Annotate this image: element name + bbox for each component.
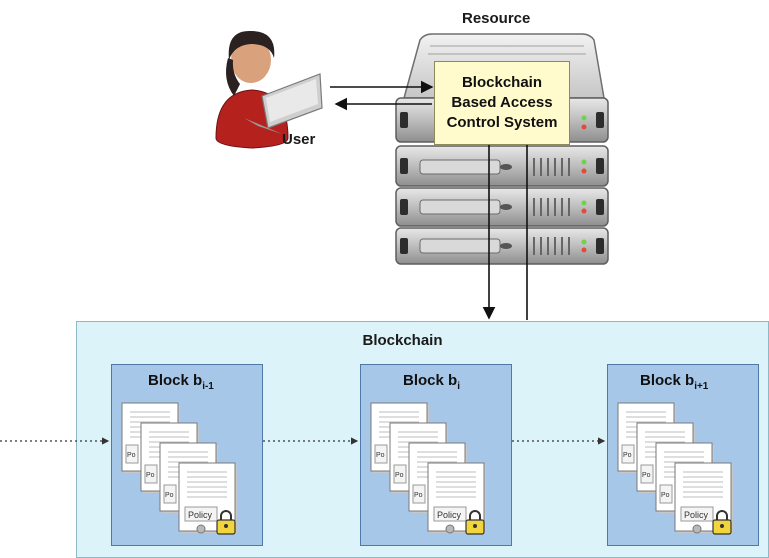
access-control-system-box: Blockchain Based Access Control System [434,61,570,145]
user-label: User [282,131,316,148]
policy-text: Policy [684,510,709,520]
user-avatar-icon [215,30,323,149]
policy-small-text: Po [642,472,651,479]
acs-line-3: Control System [446,114,558,131]
policy-document-icon: Policy [178,462,237,535]
acs-line-1: Blockchain [461,74,542,91]
policy-document-icon: Policy [674,462,733,535]
policy-document-icon: Policy [427,462,486,535]
resource-label: Resource [462,10,531,27]
policy-small-text: Po [395,472,404,479]
acs-line-2: Based Access [451,94,553,111]
blockchain-title: Blockchain [362,332,443,349]
policy-small-text: Po [623,452,632,459]
lock-icon [216,510,236,535]
block-previous-label: Block bi-1 [148,372,214,392]
policy-small-text: Po [661,492,670,499]
policy-text: Policy [437,510,462,520]
block-current-label: Block bi [403,372,460,392]
policy-small-text: Po [146,472,155,479]
policy-small-text: Po [376,452,385,459]
policy-text: Policy [188,510,213,520]
block-next-label: Block bi+1 [640,372,709,392]
policy-small-text: Po [127,452,136,459]
policy-small-text: Po [165,492,174,499]
lock-icon [712,510,732,535]
lock-icon [465,510,485,535]
policy-small-text: Po [414,492,423,499]
